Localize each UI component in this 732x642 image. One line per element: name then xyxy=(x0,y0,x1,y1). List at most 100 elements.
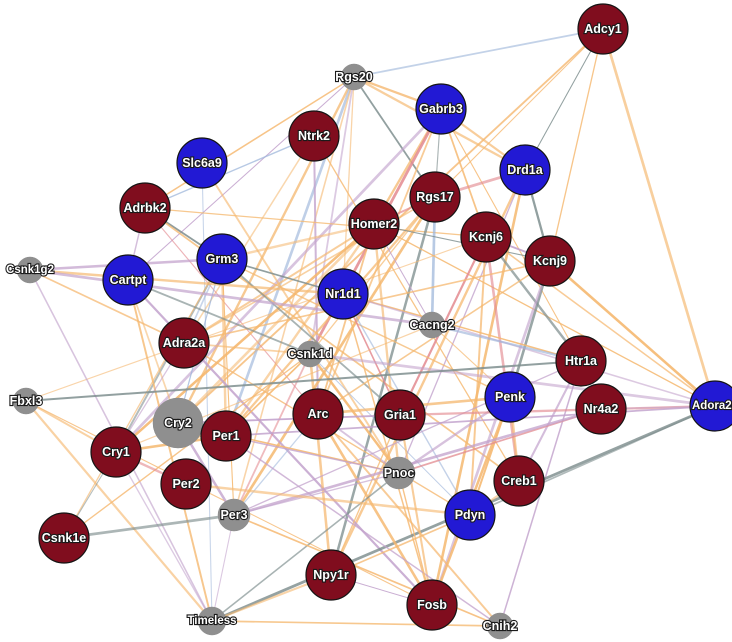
node-gria1[interactable]: Gria1 xyxy=(374,389,426,441)
node-label: Per3 xyxy=(220,508,247,522)
node-grm3[interactable]: Grm3 xyxy=(196,233,248,285)
node-circle xyxy=(577,3,629,55)
node-adora2a[interactable]: Adora2a xyxy=(689,380,732,432)
edge-kcnj9-fosb xyxy=(430,260,552,606)
edge-adrbk2-kcnj6 xyxy=(144,207,487,238)
node-npy1r[interactable]: Npy1r xyxy=(305,549,357,601)
node-label: Cry2 xyxy=(164,416,192,430)
edge-csnk1g2-nr1d1 xyxy=(29,268,344,296)
node-label: Npy1r xyxy=(313,568,349,582)
node-penk[interactable]: Penk xyxy=(484,371,536,423)
node-label: Homer2 xyxy=(351,217,398,231)
node-rgs20[interactable]: Rgs20 xyxy=(334,63,374,91)
edge-fbxl3-timeless xyxy=(25,400,213,622)
node-label: Fosb xyxy=(417,598,447,612)
node-homer2[interactable]: Homer2 xyxy=(348,198,400,250)
node-adcy1[interactable]: Adcy1 xyxy=(577,3,629,55)
node-circle xyxy=(484,371,536,423)
node-kcnj6[interactable]: Kcnj6 xyxy=(460,211,512,263)
node-per1[interactable]: Per1 xyxy=(200,410,252,462)
node-creb1[interactable]: Creb1 xyxy=(493,455,545,507)
node-pnoc[interactable]: Pnoc xyxy=(383,456,415,490)
node-circle xyxy=(296,340,324,368)
node-circle xyxy=(288,110,340,162)
node-circle xyxy=(176,137,228,189)
node-adrbk2[interactable]: Adrbk2 xyxy=(119,182,171,234)
node-circle xyxy=(197,606,227,636)
node-label: Arc xyxy=(308,407,329,421)
node-circle xyxy=(418,311,446,339)
node-adra2a[interactable]: Adra2a xyxy=(158,317,210,369)
edge-kcnj6-fbxl3 xyxy=(25,236,487,402)
node-circle xyxy=(158,317,210,369)
edge-per3-csnk1e xyxy=(63,513,235,540)
edge-arc-fosb xyxy=(316,413,434,606)
network-edges xyxy=(25,28,717,627)
edge-per3-timeless xyxy=(211,514,235,622)
edge-kcnj9-adora2a xyxy=(549,260,716,407)
edge-rgs20-adrbk2 xyxy=(144,76,355,209)
node-circle xyxy=(575,383,627,435)
edge-csnk1g2-cacng2 xyxy=(29,268,433,327)
node-slc6a9[interactable]: Slc6a9 xyxy=(176,137,228,189)
edge-rgs17-csnk1d xyxy=(309,196,436,355)
node-nr1d1[interactable]: Nr1d1 xyxy=(317,268,369,320)
node-cartpt[interactable]: Cartpt xyxy=(102,254,154,306)
node-circle xyxy=(292,388,344,440)
node-htr1a[interactable]: Htr1a xyxy=(555,335,607,387)
node-nr4a2[interactable]: Nr4a2 xyxy=(575,383,627,435)
edge-timeless-cnih2 xyxy=(211,620,501,627)
edge-cry1-timeless xyxy=(115,451,213,622)
node-cry2[interactable]: Cry2 xyxy=(152,397,204,449)
edge-adrbk2-arc xyxy=(144,207,319,415)
node-label: Adcy1 xyxy=(584,22,622,36)
edge-csnk1g2-adra2a xyxy=(29,269,185,344)
node-per3[interactable]: Per3 xyxy=(217,498,251,532)
node-fosb[interactable]: Fosb xyxy=(406,579,458,631)
edge-nr1d1-adora2a xyxy=(342,293,716,407)
node-circle xyxy=(499,144,551,196)
node-pdyn[interactable]: Pdyn xyxy=(444,489,496,541)
node-label: Pnoc xyxy=(384,466,415,480)
edge-adcy1-rgs20 xyxy=(353,28,604,78)
node-timeless[interactable]: Timeless xyxy=(186,606,238,636)
node-cry1[interactable]: Cry1 xyxy=(90,426,142,478)
node-csnk1g2[interactable]: Csnk1g2 xyxy=(5,256,55,284)
node-circle xyxy=(152,397,204,449)
node-cnih2[interactable]: Cnih2 xyxy=(482,612,519,640)
node-cacng2[interactable]: Cacng2 xyxy=(408,311,456,339)
node-circle xyxy=(555,335,607,387)
node-label: Timeless xyxy=(187,615,236,627)
edge-per1-pnoc xyxy=(225,435,400,474)
node-drd1a[interactable]: Drd1a xyxy=(499,144,551,196)
node-label: Drd1a xyxy=(507,163,543,177)
node-gabrb3[interactable]: Gabrb3 xyxy=(415,83,467,135)
edge-ntrk2-creb1 xyxy=(313,135,520,482)
node-circle xyxy=(524,235,576,287)
node-arc[interactable]: Arc xyxy=(292,388,344,440)
node-csnk1e[interactable]: Csnk1e xyxy=(38,512,90,564)
node-label: Csnk1e xyxy=(42,531,87,545)
node-circle xyxy=(217,498,251,532)
node-circle xyxy=(460,211,512,263)
node-ntrk2[interactable]: Ntrk2 xyxy=(288,110,340,162)
node-per2[interactable]: Per2 xyxy=(160,458,212,510)
node-label: Htr1a xyxy=(565,354,598,368)
node-label: Kcnj6 xyxy=(469,230,503,244)
node-circle xyxy=(348,198,400,250)
edge-slc6a9-pnoc xyxy=(201,162,400,474)
edge-adcy1-kcnj9 xyxy=(549,28,604,262)
node-label: Fbxl3 xyxy=(10,394,43,408)
node-rgs17[interactable]: Rgs17 xyxy=(409,171,461,223)
node-circle xyxy=(119,182,171,234)
node-csnk1d[interactable]: Csnk1d xyxy=(286,340,334,368)
edge-pnoc-per3 xyxy=(233,472,400,516)
edge-per2-pdyn xyxy=(185,482,471,517)
node-label: Pdyn xyxy=(455,508,486,522)
edge-nr4a2-per3 xyxy=(233,407,602,517)
node-label: Ntrk2 xyxy=(298,129,330,143)
edge-homer2-cry2 xyxy=(177,223,375,424)
node-kcnj9[interactable]: Kcnj9 xyxy=(524,235,576,287)
node-label: Adra2a xyxy=(163,336,206,350)
node-fbxl3[interactable]: Fbxl3 xyxy=(9,387,43,415)
